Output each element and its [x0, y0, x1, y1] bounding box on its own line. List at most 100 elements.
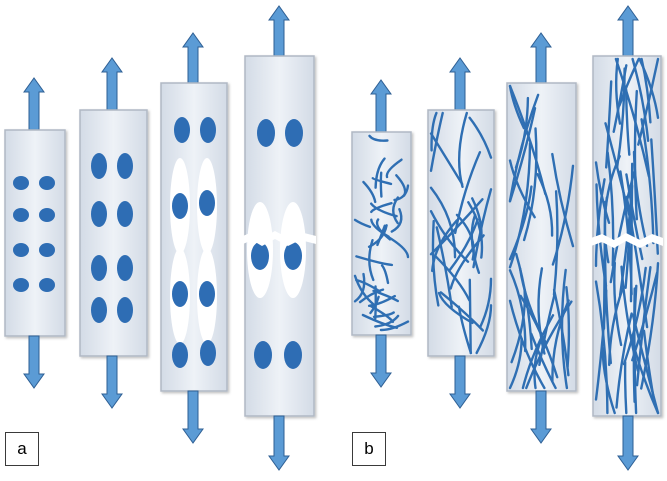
down-arrow-icon	[530, 390, 552, 444]
fiber	[602, 200, 607, 330]
fiber	[613, 261, 623, 347]
fiber	[353, 272, 366, 303]
down-arrow-icon	[268, 415, 290, 471]
particle	[117, 201, 133, 227]
particle	[172, 193, 188, 219]
particle	[13, 243, 29, 257]
fiber	[615, 67, 626, 169]
fiber	[362, 180, 377, 204]
fiber	[594, 161, 611, 224]
fiber	[638, 57, 660, 119]
particle	[199, 190, 215, 216]
fiber	[395, 174, 407, 197]
particle	[285, 119, 303, 147]
fiber	[358, 288, 385, 304]
fiber	[379, 320, 410, 332]
particle	[91, 255, 107, 281]
particle	[39, 208, 55, 222]
fiber	[606, 151, 615, 267]
particle	[13, 208, 29, 222]
fiber	[522, 127, 538, 242]
particle	[39, 176, 55, 190]
up-arrow-icon	[449, 57, 471, 111]
fiber	[622, 266, 647, 366]
specimen-a1	[4, 129, 66, 337]
fiber	[508, 337, 523, 390]
fiber	[355, 255, 394, 267]
fiber	[614, 57, 651, 178]
down-arrow-icon	[617, 415, 639, 471]
fiber	[508, 185, 533, 261]
down-arrow-icon	[101, 355, 123, 409]
crack	[591, 233, 663, 248]
fiber	[637, 57, 660, 146]
particle	[251, 242, 269, 270]
fiber	[392, 196, 400, 225]
particle	[117, 297, 133, 323]
particle	[254, 341, 272, 369]
fiber	[615, 57, 622, 125]
up-arrow-icon	[23, 77, 45, 131]
fiber	[468, 278, 472, 355]
particle	[91, 297, 107, 323]
fiber	[508, 142, 532, 269]
fiber	[552, 288, 570, 377]
panel-label-a: a	[5, 432, 39, 466]
down-arrow-icon	[182, 390, 204, 444]
fiber	[370, 202, 393, 214]
fiber	[455, 213, 475, 261]
fiber	[508, 84, 547, 196]
fiber	[374, 314, 400, 328]
fiber	[385, 158, 403, 179]
particle	[117, 255, 133, 281]
particle	[13, 176, 29, 190]
fiber	[632, 284, 638, 403]
up-arrow-icon	[182, 32, 204, 84]
fiber	[642, 329, 655, 399]
fiber-group-b4	[594, 57, 660, 415]
fiber-group-b1	[353, 134, 410, 332]
particle	[284, 242, 302, 270]
fiber	[429, 186, 457, 259]
fiber	[379, 171, 383, 198]
fiber	[374, 157, 386, 189]
particle	[13, 278, 29, 292]
particle	[284, 341, 302, 369]
fiber	[367, 224, 388, 248]
fiber	[625, 173, 644, 261]
particle	[172, 281, 188, 307]
fiber	[380, 264, 390, 285]
fiber-group-b2	[429, 111, 493, 355]
specimen-a3	[160, 82, 228, 392]
up-arrow-icon	[530, 32, 552, 84]
particle	[172, 342, 188, 368]
fiber	[386, 235, 410, 259]
fiber	[429, 198, 484, 256]
fiber	[623, 361, 628, 415]
fiber	[429, 132, 464, 186]
up-arrow-icon	[101, 57, 123, 111]
specimen-a2	[79, 109, 148, 357]
fiber	[536, 173, 554, 237]
fiber	[471, 197, 483, 240]
particle	[39, 278, 55, 292]
particle	[200, 117, 216, 143]
fiber	[601, 347, 616, 415]
particle	[200, 340, 216, 366]
fiber	[594, 280, 609, 415]
crack	[243, 231, 316, 246]
fiber	[433, 254, 471, 302]
fiber	[370, 305, 395, 323]
fiber	[640, 262, 660, 390]
particle	[91, 153, 107, 179]
fiber	[458, 111, 468, 188]
fiber	[508, 299, 546, 390]
fiber	[475, 304, 493, 355]
down-arrow-icon	[23, 335, 45, 389]
fiber	[640, 118, 655, 245]
fiber	[457, 305, 473, 355]
fiber	[624, 88, 631, 156]
fiber	[508, 269, 527, 353]
down-arrow-icon	[370, 334, 392, 388]
